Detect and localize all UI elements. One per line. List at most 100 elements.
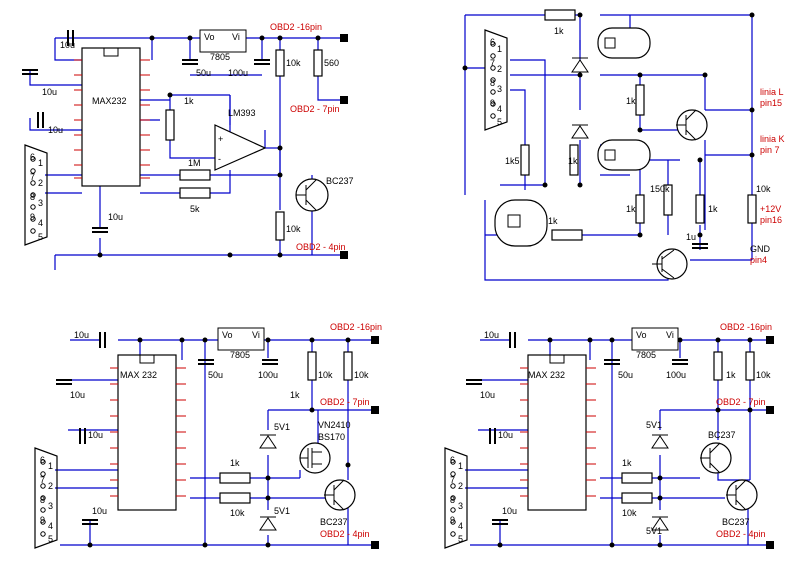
cap-label: 10u: [480, 390, 495, 400]
pin-number: 7: [30, 172, 35, 182]
pin-number: 3: [48, 501, 53, 511]
line-label: +12V: [760, 204, 781, 214]
pin-number: 4: [497, 104, 502, 114]
pin-number: 1: [497, 44, 502, 54]
zener-diode: [259, 434, 277, 449]
res-label: 10k: [756, 184, 771, 194]
cap-label: 100u: [228, 68, 248, 78]
cap-label: 10u: [88, 430, 103, 440]
res-label: 10k: [286, 224, 301, 234]
max232-ic: [527, 354, 587, 511]
transistor-label: BC237: [320, 517, 348, 527]
cap-label: 50u: [618, 370, 633, 380]
regulator-part: 7805: [230, 350, 250, 360]
cap-label: 10u: [48, 125, 63, 135]
circuit-bottom-right: MAX 232 Vo Vi 7805 10u 10u 10u 10u 50u 1…: [444, 322, 774, 549]
res-label: 1k: [548, 216, 558, 226]
vi-label: Vi: [232, 32, 240, 42]
optocoupler: [597, 139, 651, 171]
optocoupler: [597, 27, 651, 59]
pin-number: 5: [48, 534, 53, 544]
pin-number: 7: [450, 475, 455, 485]
pin-number: 4: [38, 218, 43, 228]
cap-label: 100u: [666, 370, 686, 380]
res-label: 10k: [756, 370, 771, 380]
pin-number: 6: [490, 37, 495, 47]
terminal: [340, 96, 348, 104]
regulator-7805: [199, 29, 247, 53]
net-label: OBD2 - 4pin: [716, 529, 766, 539]
db9-connector: [444, 447, 468, 549]
pin-number: 2: [458, 481, 463, 491]
pin-number: 4: [48, 521, 53, 531]
line-label: pin4: [750, 255, 767, 265]
pin-number: 5: [458, 534, 463, 544]
cap-label: 10u: [108, 212, 123, 222]
zener-diode: [259, 516, 277, 531]
db9-connector: [24, 144, 48, 246]
cap-label: 10u: [74, 330, 89, 340]
line-label: pin 7: [760, 145, 780, 155]
res-label: 1k: [622, 458, 632, 468]
diode: [571, 125, 589, 139]
zener-diode: [651, 516, 669, 531]
pin-number: 5: [497, 117, 502, 127]
zener-diode: [651, 434, 669, 449]
ic-label: MAX232: [92, 96, 127, 106]
cap-label: 10u: [92, 506, 107, 516]
res-label: 10k: [354, 370, 369, 380]
res-label: 1k: [230, 458, 240, 468]
vo-label: Vo: [204, 32, 215, 42]
terminal: [340, 251, 348, 259]
terminal: [766, 406, 774, 414]
transistor-label: BC237: [326, 176, 354, 186]
res-label: 1k: [568, 156, 578, 166]
minus-sign: -: [218, 154, 221, 164]
zener-label: 5V1: [274, 422, 290, 432]
pin-number: 3: [497, 84, 502, 94]
pin-number: 8: [490, 78, 495, 88]
terminal: [371, 336, 379, 344]
pin-number: 6: [450, 455, 455, 465]
pin-number: 7: [40, 475, 45, 485]
res-label: 1k: [726, 370, 736, 380]
mosfet-label: VN2410: [318, 420, 351, 430]
vo-label: Vo: [636, 330, 647, 340]
circuit-top-left: MAX232 Vo Vi 7805 10u 10u 10u 10u 50u 10…: [22, 22, 354, 270]
pin-number: 5: [38, 232, 43, 242]
cap-label: 10u: [498, 430, 513, 440]
terminal: [766, 336, 774, 344]
regulator-part: 7805: [636, 350, 656, 360]
regulator-part: 7805: [210, 52, 230, 62]
cap-label: 1u: [686, 232, 696, 242]
cap-label: 100u: [258, 370, 278, 380]
terminal: [371, 406, 379, 414]
net-label: OBD2 -16pin: [330, 322, 382, 332]
transistor-label: BC237: [708, 430, 736, 440]
pin-number: 9: [490, 98, 495, 108]
pin-number: 9: [40, 515, 45, 525]
circuit-top-right: 6 1 7 2 8 3 9 4 5 1k: [462, 9, 785, 281]
pin-number: 6: [30, 152, 35, 162]
res-label: 1k5: [505, 156, 520, 166]
res-label: 10k: [230, 508, 245, 518]
cap-label: 50u: [208, 370, 223, 380]
line-label: linia L: [760, 87, 784, 97]
ic-label: MAX 232: [120, 370, 157, 380]
db9-connector: [34, 447, 58, 549]
optocoupler: [494, 199, 548, 247]
net-label: OBD2 - 7pin: [320, 397, 370, 407]
line-label: pin15: [760, 98, 782, 108]
db9-connector: [484, 29, 508, 131]
capacitor-symbol: [67, 30, 74, 46]
res-label: 5k: [190, 204, 200, 214]
pin-number: 6: [40, 455, 45, 465]
diode: [571, 59, 589, 73]
res-label: 1k: [554, 26, 564, 36]
line-label: GND: [750, 244, 771, 254]
line-label: pin16: [760, 215, 782, 225]
plus-sign: +: [218, 134, 223, 144]
pin-number: 8: [30, 192, 35, 202]
vi-label: Vi: [666, 330, 674, 340]
